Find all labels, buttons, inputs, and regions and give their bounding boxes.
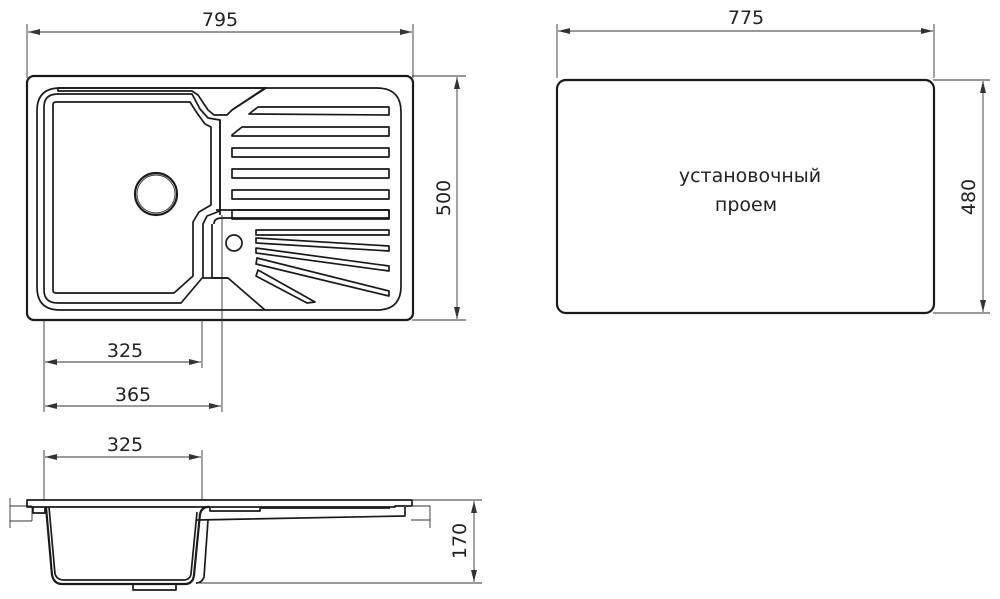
dimension-480: 480 — [933, 79, 990, 314]
cutout-view: 775 480 установочный проем — [555, 7, 990, 315]
dim-label-795: 795 — [202, 9, 238, 31]
dimension-795: 795 — [26, 9, 414, 78]
dim-label-170: 170 — [449, 523, 471, 559]
dim-label-500: 500 — [433, 180, 455, 216]
overflow-hole-icon — [225, 234, 243, 252]
side-view: 325 170 — [9, 434, 482, 591]
bowl-outer-contour — [43, 93, 221, 304]
dim-label-365: 365 — [115, 384, 151, 406]
cutout-label-line1: установочный — [679, 165, 821, 187]
drainboard-outline — [36, 87, 402, 311]
dimension-325-side: 325 — [43, 434, 203, 500]
dimension-325-top: 325 — [43, 320, 203, 412]
dimension-365: 365 — [45, 384, 221, 409]
cutout-label-line2: проем — [715, 194, 777, 216]
sink-outer-rim — [25, 74, 415, 322]
main-drain-icon — [133, 171, 179, 217]
drainboard-grooves — [231, 106, 390, 304]
dim-label-325-side: 325 — [107, 434, 143, 456]
bowl-inner-basin — [52, 101, 212, 294]
dimension-500: 500 — [412, 75, 466, 321]
dim-label-325-top: 325 — [107, 340, 143, 362]
dim-label-775: 775 — [728, 7, 764, 29]
side-rim — [26, 499, 413, 508]
side-bowl — [44, 505, 211, 586]
dimension-775: 775 — [556, 7, 935, 78]
dimension-170: 170 — [196, 499, 482, 584]
cutout-outline — [555, 78, 936, 315]
top-view: 795 500 — [25, 9, 466, 412]
dim-label-480: 480 — [958, 179, 980, 215]
